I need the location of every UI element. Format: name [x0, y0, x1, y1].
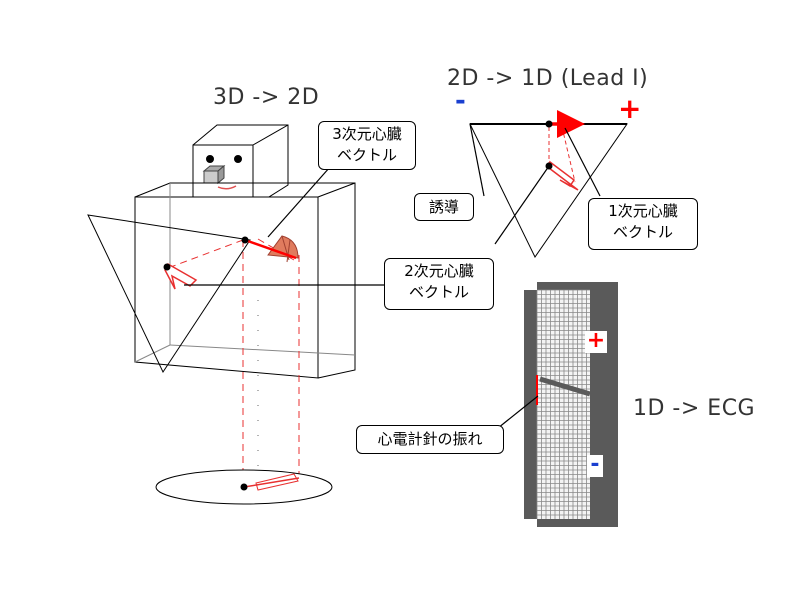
heading-1d-to-ecg: 1D -> ECG: [633, 396, 756, 421]
heart-vector-2d-projection: [163, 262, 198, 290]
callout-line: ベクトル: [336, 146, 397, 164]
lead-minus-sign: -: [455, 86, 466, 116]
lead-triangle: [469, 110, 628, 258]
callout-1d-heart-vector: 1次元心臓 ベクトル: [588, 198, 698, 250]
ecg-recorder: [524, 282, 618, 527]
ecg-minus-sign: -: [587, 454, 603, 477]
ecg-paper-grid: [536, 289, 590, 519]
ecg-plus-sign: +: [585, 328, 607, 353]
callout-line: 3次元心臓: [332, 125, 402, 143]
callout-line: 1次元心臓: [608, 202, 678, 220]
lead-plus-sign: +: [618, 92, 642, 125]
callout-2d-heart-vector: 2次元心臓 ベクトル: [384, 258, 494, 310]
heading-3d-to-2d: 3D -> 2D: [213, 85, 320, 110]
leader-lines: [184, 123, 601, 429]
heart-vector-3d: [241, 235, 299, 263]
torso-figure: [87, 124, 356, 505]
callout-line: ベクトル: [408, 283, 469, 301]
callout-line: 誘導: [428, 198, 459, 216]
projection-dashes: [167, 238, 300, 482]
callout-lead: 誘導: [414, 193, 474, 221]
callout-needle-deflection: 心電計針の振れ: [356, 425, 504, 454]
callout-line: ベクトル: [612, 223, 673, 241]
callout-3d-heart-vector: 3次元心臓 ベクトル: [318, 121, 416, 170]
callout-line: 2次元心臓: [404, 262, 474, 280]
frontal-plane-triangle: [87, 214, 251, 374]
head-box: [192, 124, 289, 208]
callout-line: 心電計針の振れ: [377, 430, 483, 448]
heading-2d-to-1d-lead-i: 2D -> 1D (Lead I): [447, 66, 649, 91]
torso-box: [134, 182, 356, 379]
